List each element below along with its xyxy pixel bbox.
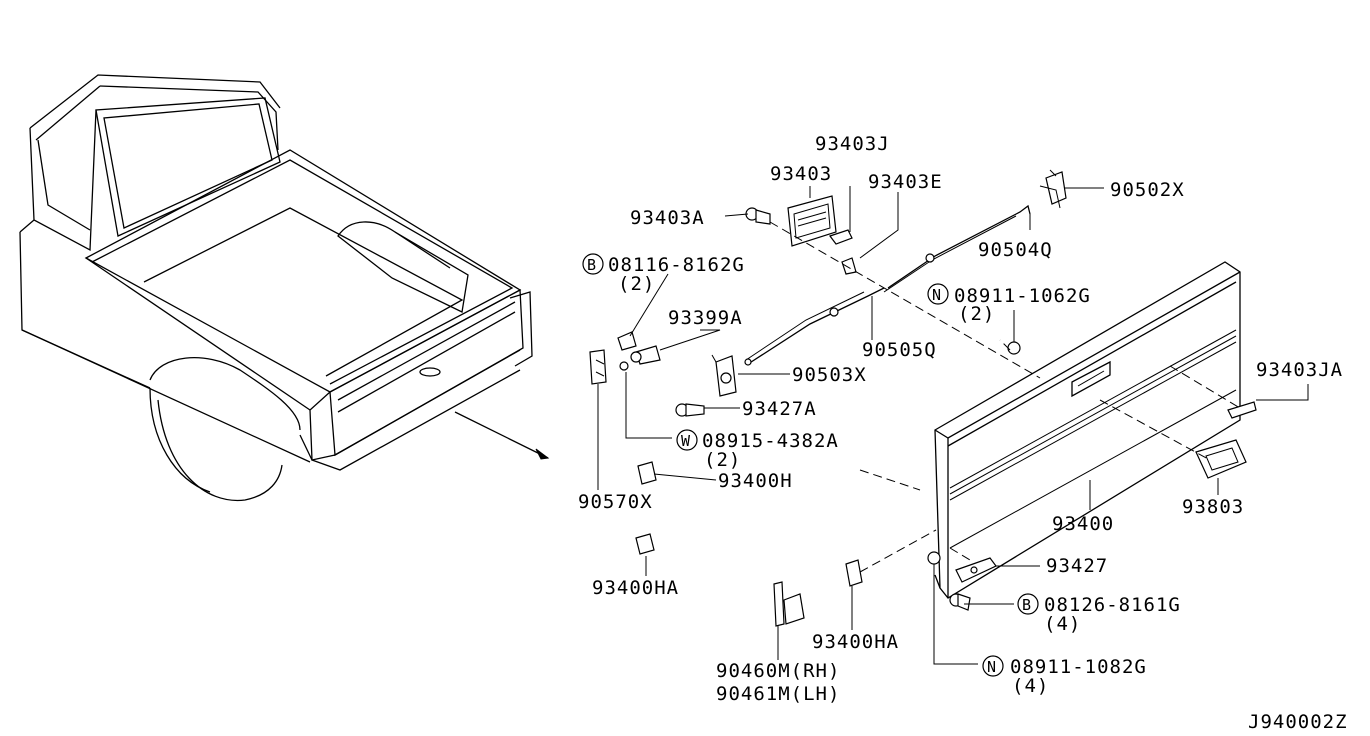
callout-08126-qty: (4) <box>1044 613 1081 635</box>
part-08116-bolt <box>617 331 637 371</box>
callout-08911-1062G: 08911-1062G <box>954 285 1091 307</box>
callout-08911-1082G: 08911-1082G <box>1010 656 1147 678</box>
callout-93803: 93803 <box>1182 496 1244 518</box>
part-93400HA-left <box>635 533 655 555</box>
callout-93403A: 93403A <box>630 207 705 229</box>
part-93399A <box>630 345 661 365</box>
callout-08915-qty: (2) <box>704 449 741 471</box>
badge-n2-icon <box>982 655 1004 677</box>
badge-b-icon <box>582 253 604 275</box>
badge-w-icon <box>676 429 698 451</box>
badge-n2-letter: N <box>987 658 997 676</box>
callout-08126-8161G: 08126-8161G <box>1044 594 1181 616</box>
callout-08116-qty: (2) <box>618 273 655 295</box>
callout-90460M: 90460M(RH) <box>716 660 840 682</box>
callout-93399A: 93399A <box>668 307 743 329</box>
callout-93427: 93427 <box>1046 555 1108 577</box>
part-93400HA-right <box>845 559 863 587</box>
part-93403-lamp <box>787 195 837 247</box>
callout-08911-1082G-qty: (4) <box>1012 675 1049 697</box>
part-90505Q-cable <box>747 287 885 365</box>
part-93403A <box>745 207 771 225</box>
badge-b-letter: B <box>587 256 597 274</box>
part-08126-bolt <box>949 593 971 611</box>
part-93427A-bolt <box>675 403 705 417</box>
callout-08911-1062G-qty: (2) <box>958 303 995 325</box>
callout-93403E: 93403E <box>868 171 943 193</box>
part-93427-bracket <box>955 557 997 583</box>
badge-b2-icon <box>1017 593 1039 615</box>
badge-b2-letter: B <box>1022 596 1032 614</box>
direction-arrow <box>454 411 550 460</box>
callout-08915-4382A: 08915-4382A <box>702 430 839 452</box>
leader-lines <box>597 186 1309 665</box>
callout-93400H: 93400H <box>718 470 793 492</box>
callout-90504Q: 90504Q <box>978 239 1053 261</box>
badge-n-icon <box>927 283 949 305</box>
part-08911-1082G-nut <box>927 551 941 565</box>
tailgate-93400 <box>934 261 1241 599</box>
callout-93403JA: 93403JA <box>1256 359 1343 381</box>
callout-labels: 93403J 93403 93403E 93403A 90502X B 0811… <box>578 133 1348 733</box>
callout-93427A: 93427A <box>742 398 817 420</box>
callout-90570X: 90570X <box>578 491 653 513</box>
part-93803-handle <box>1195 439 1247 479</box>
callout-93400: 93400 <box>1052 513 1114 535</box>
assembly-lines <box>769 221 1241 573</box>
part-90502X <box>1039 169 1067 209</box>
part-93403J <box>829 229 853 245</box>
callout-90505Q: 90505Q <box>862 339 937 361</box>
callout-93400HA-left: 93400HA <box>592 577 679 599</box>
callout-93403: 93403 <box>770 163 832 185</box>
callout-93403J: 93403J <box>815 133 890 155</box>
part-93403JA <box>1227 401 1257 419</box>
callout-90503X: 90503X <box>792 364 867 386</box>
callout-08116-8162G: 08116-8162G <box>608 254 745 276</box>
part-90503X-latch <box>711 354 737 397</box>
diagram-id: J940002Z <box>1248 711 1348 733</box>
callout-90502X: 90502X <box>1110 179 1185 201</box>
part-90570X-striker <box>589 349 607 385</box>
part-90460M-hinge <box>773 581 805 627</box>
callout-90461M: 90461M(LH) <box>716 683 840 705</box>
part-93400H <box>637 461 657 485</box>
badge-n-letter: N <box>932 286 942 304</box>
badge-w-letter: W <box>681 432 691 450</box>
callout-93400HA-right: 93400HA <box>812 631 899 653</box>
part-93403E <box>841 257 857 275</box>
part-08911-1062G-nut <box>1007 341 1021 355</box>
pickup-truck-illustration <box>19 74 533 502</box>
part-90504Q-cable <box>887 204 1031 289</box>
